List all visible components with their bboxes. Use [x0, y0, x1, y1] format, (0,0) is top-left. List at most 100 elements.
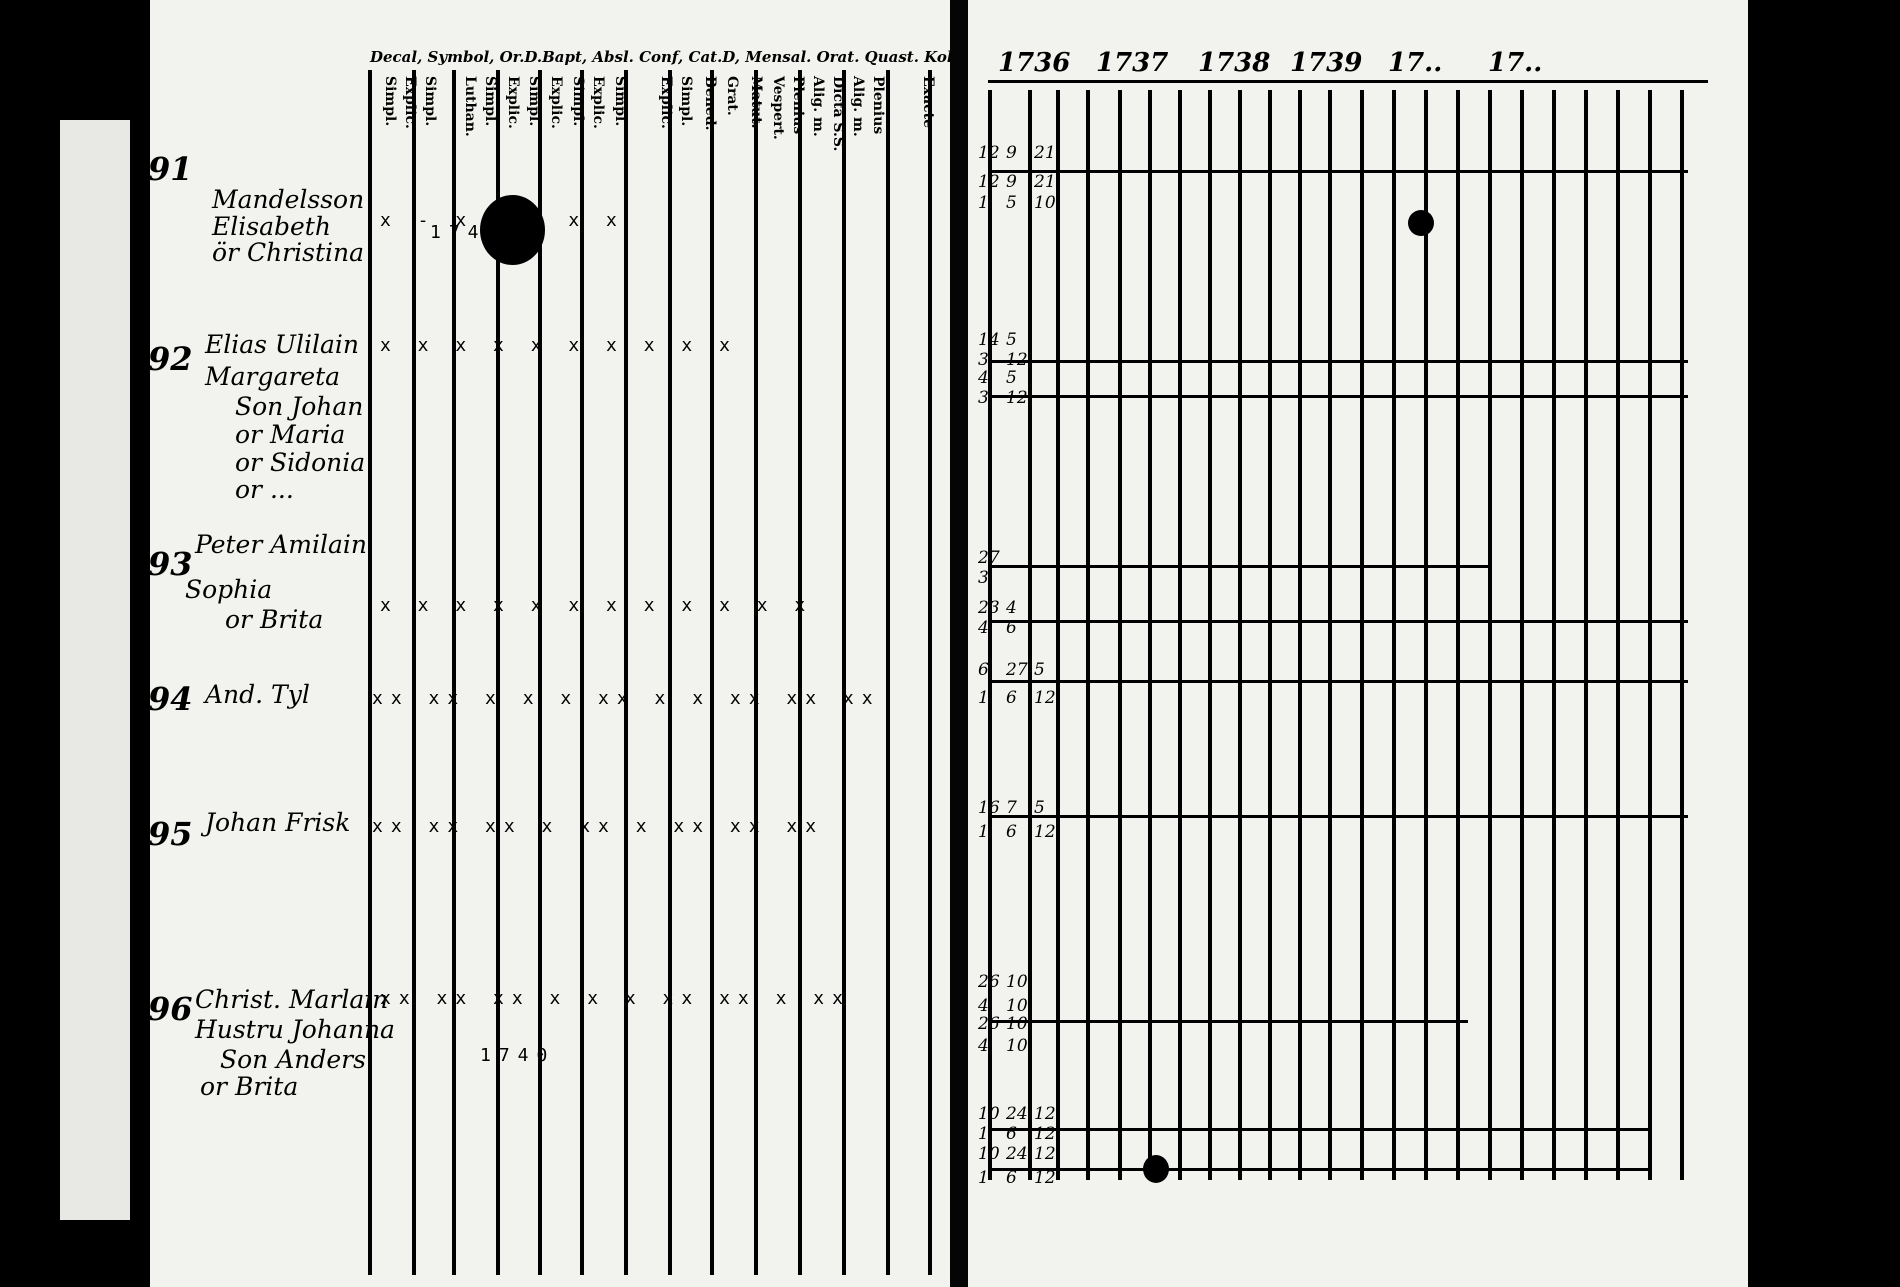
tally-value: 4 [978, 996, 989, 1016]
entry-rule [988, 395, 1688, 398]
tally-value: 21 [1034, 143, 1056, 163]
tally-value: 3 [978, 388, 989, 408]
column-label: Simpl. [678, 76, 694, 127]
column-rule [1178, 90, 1182, 1180]
tally-value: 12 [1034, 1124, 1056, 1144]
column-rule [988, 90, 992, 1180]
tally-value: 27 [978, 548, 1000, 568]
column-rule [1056, 90, 1060, 1180]
tally-value: 12 [1034, 688, 1056, 708]
entry-name: ör Christina [212, 238, 365, 267]
tally-value: 6 [1006, 688, 1017, 708]
entry-rule [988, 170, 1688, 173]
column-rule [368, 70, 372, 1275]
entry-rule [988, 565, 1488, 568]
year-header: 1739 [1290, 48, 1363, 78]
tally-value: 12 [978, 143, 1000, 163]
column-rule [1086, 90, 1090, 1180]
column-rule [580, 70, 584, 1275]
entry-rule [988, 1128, 1648, 1131]
column-rule [1680, 90, 1684, 1180]
tally-value: 26 [978, 972, 1000, 992]
tally-value: 1 [978, 1168, 989, 1188]
entry-rule [988, 360, 1688, 363]
entry-name: Peter Amilain [195, 530, 367, 559]
right-page: 1736 1737 1738 1739 17.. 17.. [968, 0, 1748, 1287]
tally-value: 6 [1006, 822, 1017, 842]
tally-value: 5 [1034, 660, 1045, 680]
column-rule [1268, 90, 1272, 1180]
column-rule [886, 70, 890, 1275]
column-rule [1552, 90, 1556, 1180]
column-label: Plenius [870, 76, 886, 135]
tally-value: 27 [1006, 660, 1028, 680]
page-edge-strip [60, 120, 130, 1220]
column-label: Simpl. [482, 76, 498, 127]
entry-name: or Sidonia [235, 448, 366, 477]
column-rule [1424, 90, 1428, 1180]
entry-name: Elisabeth [212, 212, 331, 241]
column-rule [754, 70, 758, 1275]
entry-name: Johan Frisk [205, 808, 351, 837]
tally-value: 3 [978, 568, 989, 588]
entry-name: or Brita [225, 605, 324, 634]
tally-value: 5 [1006, 368, 1017, 388]
year-header: 1738 [1198, 48, 1271, 78]
tally-value: 24 [1006, 1144, 1028, 1164]
year-header: 17.. [1388, 48, 1443, 78]
column-rule [538, 70, 542, 1275]
column-rule [928, 70, 932, 1275]
tally-value: 12 [1034, 822, 1056, 842]
column-rule [1118, 90, 1122, 1180]
entry-year-note: 1740 [480, 1045, 556, 1066]
tally-value: 10 [978, 1104, 1000, 1124]
entry-number: 93 [148, 545, 193, 583]
entry-marks: xx xx x x x xx x x xx xx xx [372, 688, 881, 709]
entry-number: 91 [148, 150, 193, 188]
tally-value: 5 [1006, 330, 1017, 350]
entry-name: or Maria [235, 420, 346, 449]
entry-marks: x - x x x x x [380, 210, 625, 231]
column-rule [1648, 90, 1652, 1180]
entry-rule [988, 620, 1688, 623]
tally-value: 12 [1006, 388, 1028, 408]
entry-name: Margareta [205, 362, 341, 391]
column-rule [1488, 90, 1492, 1180]
column-header-text: Decal, Symbol, Or.D.Bapt, Absl. Conf, Ca… [370, 48, 958, 66]
entry-name: Sophia [185, 575, 273, 604]
tally-value: 10 [1006, 996, 1028, 1016]
tally-value: 7 [1006, 798, 1017, 818]
column-label: Explic. [505, 76, 521, 129]
entry-name: Mandelsson [212, 185, 365, 214]
column-rule [798, 70, 802, 1275]
column-rule [1616, 90, 1620, 1180]
entry-name: And. Tyl [205, 680, 310, 709]
entry-number: 94 [148, 680, 193, 718]
tally-value: 24 [1006, 1104, 1028, 1124]
tally-value: 12 [978, 172, 1000, 192]
entry-marks: x x x x x x x x x x x x [380, 595, 814, 616]
column-label: Explic. [548, 76, 564, 129]
tally-value: 12 [1006, 350, 1028, 370]
tally-value: 26 [978, 1014, 1000, 1034]
tally-value: 21 [1034, 172, 1056, 192]
column-rule [1360, 90, 1364, 1180]
tally-value: 9 [1006, 143, 1017, 163]
tally-value: 14 [978, 330, 1000, 350]
column-rule [1148, 90, 1152, 1180]
tally-value: 1 [978, 822, 989, 842]
column-rule [1392, 90, 1396, 1180]
column-rule [1028, 90, 1032, 1180]
tally-value: 6 [1006, 618, 1017, 638]
tally-value: 4 [978, 1036, 989, 1056]
column-label: Luthan. [462, 76, 478, 137]
ink-blot [1143, 1155, 1169, 1183]
ink-blot [480, 195, 545, 265]
entry-number: 92 [148, 340, 193, 378]
tally-value: 5 [1034, 798, 1045, 818]
tally-value: 4 [978, 368, 989, 388]
column-rule [1584, 90, 1588, 1180]
column-rule [1238, 90, 1242, 1180]
tally-value: 10 [1006, 1014, 1028, 1034]
column-rule [710, 70, 714, 1275]
